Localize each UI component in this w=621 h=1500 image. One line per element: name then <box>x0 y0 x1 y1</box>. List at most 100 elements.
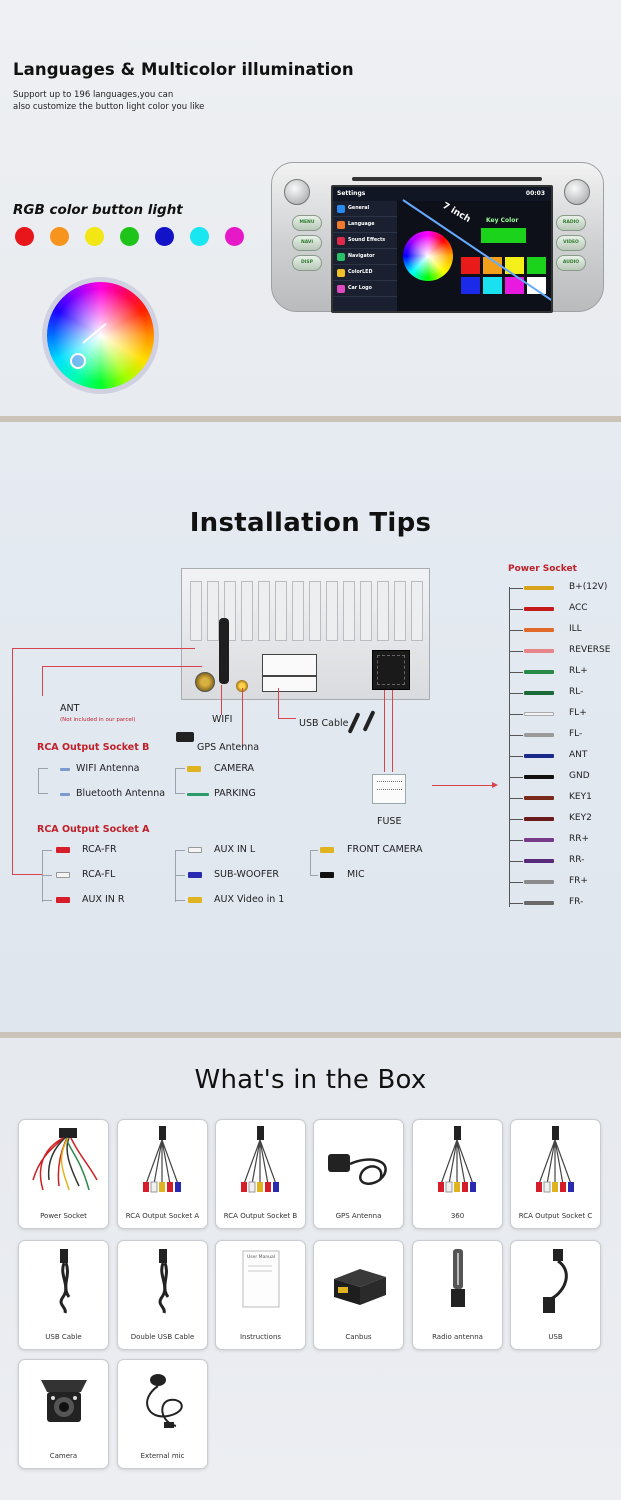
bracket-line <box>175 793 185 794</box>
microphone-icon <box>118 1360 207 1438</box>
bracket-line <box>310 850 318 851</box>
bracket-line <box>42 875 52 876</box>
panel-rib <box>190 581 202 641</box>
box-item-card: 360 <box>412 1119 503 1229</box>
rca-cable-icon <box>511 1120 600 1198</box>
guide-line <box>242 688 243 748</box>
rca-a-item: SUB-WOOFER <box>214 869 279 880</box>
power-pin-row: B+(12V) <box>509 579 621 600</box>
wire-icon <box>524 817 554 821</box>
bracket-tick <box>509 630 523 631</box>
navi-button: NAVI <box>292 235 322 251</box>
guide-line <box>12 648 13 874</box>
box-item-card: RCA Output Socket A <box>117 1119 208 1229</box>
box-item-label: RCA Output Socket B <box>223 1212 298 1220</box>
box-item-label: USB <box>548 1333 563 1341</box>
power-socket-title: Power Socket <box>508 564 577 574</box>
wire-icon <box>524 754 554 758</box>
guide-line <box>278 718 296 719</box>
box-item-card: External mic <box>117 1359 208 1469</box>
ant-label: ANT <box>60 703 80 714</box>
color-wheel-knob <box>70 353 86 369</box>
guide-line <box>384 690 385 772</box>
box-item-label: Double USB Cable <box>130 1333 195 1341</box>
panel-rib <box>258 581 270 641</box>
box-item-label: Power Socket <box>40 1212 87 1220</box>
color-swatch <box>505 277 524 294</box>
bracket-line <box>38 768 39 794</box>
box-item-label: 360 <box>450 1212 465 1220</box>
usb-cable-icon <box>362 710 376 732</box>
power-pin-row: FR+ <box>509 873 621 894</box>
box-item-card: Radio antenna <box>412 1240 503 1350</box>
tune-knob <box>564 179 590 205</box>
power-pin-row: FL- <box>509 726 621 747</box>
power-pin-label: ACC <box>569 603 588 613</box>
usb-adapter-icon <box>511 1241 600 1319</box>
box-item-card: RCA Output Socket B <box>215 1119 306 1229</box>
rca-cable-icon <box>413 1120 502 1198</box>
color-swatch <box>461 257 480 274</box>
rgb-label: RGB color button light <box>13 202 183 218</box>
box-item-label: External mic <box>140 1452 185 1460</box>
gps-antenna-icon <box>314 1120 403 1198</box>
color-swatch <box>483 277 502 294</box>
bracket-line <box>310 875 318 876</box>
power-pin-label: FR+ <box>569 876 588 886</box>
panel-rib <box>360 581 372 641</box>
bracket-line <box>42 850 43 902</box>
mic-plug-icon <box>320 872 334 878</box>
bracket-tick <box>509 588 523 589</box>
key-color-label: Key Color <box>486 217 519 224</box>
guide-line <box>221 685 222 715</box>
gps-socket-icon <box>236 680 248 692</box>
rca-a-item: MIC <box>347 869 365 880</box>
power-pin-row: RL- <box>509 684 621 705</box>
panel-rib <box>377 581 389 641</box>
box-item-label: GPS Antenna <box>335 1212 382 1220</box>
radio-faceplate: MENU NAVI DISP RADIO VIDEO AUDIO Setting… <box>271 162 604 313</box>
menu-item-label: Sound Effects <box>348 238 386 243</box>
power-pin-label: ANT <box>569 750 588 760</box>
rca-cable-icon <box>118 1120 207 1198</box>
wire-icon <box>60 768 70 771</box>
menu-item-icon <box>337 284 345 293</box>
subtitle-line: also customize the button light color yo… <box>13 102 205 112</box>
box-item-label: RCA Output Socket A <box>125 1212 200 1220</box>
key-color-bar <box>481 228 526 243</box>
rca-plug-icon <box>56 897 70 903</box>
panel-rib <box>326 581 338 641</box>
power-pin-label: RR- <box>569 855 585 865</box>
arrow-line <box>432 785 496 786</box>
power-pin-row: ANT <box>509 747 621 768</box>
settings-menu-item: Navigator <box>333 249 397 265</box>
usb-cable-icon <box>19 1241 108 1319</box>
bracket-line <box>175 850 176 902</box>
wire-icon <box>524 838 554 842</box>
settings-title: Settings <box>337 190 366 197</box>
box-item-card: USB <box>510 1240 601 1350</box>
power-pin-row: REVERSE <box>509 642 621 663</box>
manual-cover-text: User Manual <box>247 1255 276 1260</box>
menu-item-icon <box>337 268 345 277</box>
rca-a-item: FRONT CAMERA <box>347 844 423 855</box>
panel-rib <box>394 581 406 641</box>
color-dot <box>85 227 104 246</box>
power-connector <box>372 650 410 690</box>
settings-menu-item: Language <box>333 217 397 233</box>
menu-item-label: General <box>348 206 370 211</box>
fuse-label: FUSE <box>377 816 402 827</box>
bracket-tick <box>509 840 523 841</box>
guide-line <box>42 666 202 667</box>
bracket-tick <box>509 903 523 904</box>
menu-item-icon <box>337 252 345 261</box>
color-swatch <box>483 257 502 274</box>
bracket-tick <box>509 756 523 757</box>
power-pin-label: KEY1 <box>569 792 592 802</box>
bracket-tick <box>509 651 523 652</box>
box-item-label: Canbus <box>345 1333 372 1341</box>
color-dot <box>50 227 69 246</box>
power-pin-row: ACC <box>509 600 621 621</box>
